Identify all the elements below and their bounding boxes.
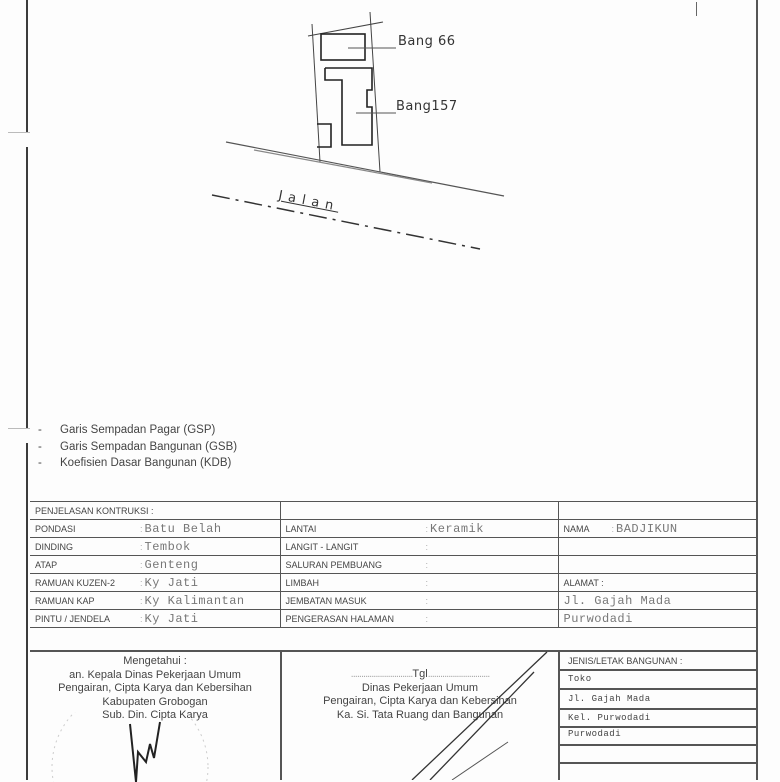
divider [30,650,758,652]
table-row: RAMUAN KAP:Ky Kalimantan JEMBATAN MASUK:… [30,591,758,610]
row-value: Keramik [430,521,484,536]
date-label: Tgl [412,668,428,680]
jenis-bangunan-label: JENIS/LETAK BANGUNAN : [568,656,683,666]
building-label-157: Bang157 [396,99,458,114]
row-label: PONDASI [35,523,76,534]
signature-stamp-icon [51,712,209,782]
binder-notch [8,428,30,443]
approval-block-left: Mengetahui : an. Kepala Dinas Pekerjaan … [30,650,280,782]
legend-item-gsb: -Garis Sempadan Bangunan (GSB) [38,440,238,453]
table-row: PONDASI:Batu Belah LANTAI:Keramik NAMA:B… [30,519,758,538]
signature-icon [411,651,548,780]
corner-mark [696,2,697,16]
letak-line: Kel. Purwodadi [568,713,651,723]
letak-line: Jl. Gajah Mada [568,694,651,704]
alamat-label: ALAMAT : [563,577,604,588]
table-header: PENJELASAN KONTRUKSI : [30,501,281,520]
divider [558,650,560,780]
binder-notch [8,132,30,147]
row-label: LANTAI [285,523,317,534]
building-label-66: Bang 66 [398,34,456,49]
divider [280,650,282,780]
frame-left-border [26,0,28,780]
table-row: DINDING:Tembok LANGIT - LANGIT: [30,537,758,556]
approval-block-middle: ..............................Tgl.......… [282,650,558,780]
jenis-value: Toko [568,674,592,684]
letak-line: Purwodadi [568,729,622,739]
legend-item-kdb: -Koefisien Dasar Bangunan (KDB) [38,457,232,469]
frame-right-border [756,0,758,780]
alamat-line2: Purwodadi [563,611,633,626]
nama-label: NAMA [563,523,590,534]
alamat-line1: Jl. Gajah Mada [563,593,672,608]
table-row: RAMUAN KUZEN-2:Ky Jati LIMBAH: ALAMAT : [30,573,758,592]
legend: -Garis Sempadan Pagar (GSP) -Garis Sempa… [38,422,237,472]
table-row: ATAP:Genteng SALURAN PEMBUANG: [30,555,758,574]
row-value: Batu Belah [144,521,222,536]
table-row: PENJELASAN KONTRUKSI : [30,501,758,520]
construction-spec-table: PENJELASAN KONTRUKSI : PONDASI:Batu Bela… [30,501,758,628]
site-plan-drawing [211,11,505,250]
table-row: PINTU / JENDELA:Ky Jati PENGERASAN HALAM… [30,609,758,628]
legend-item-gsp: -Garis Sempadan Pagar (GSP) [38,424,216,436]
nama-value: BADJIKUN [616,521,678,536]
